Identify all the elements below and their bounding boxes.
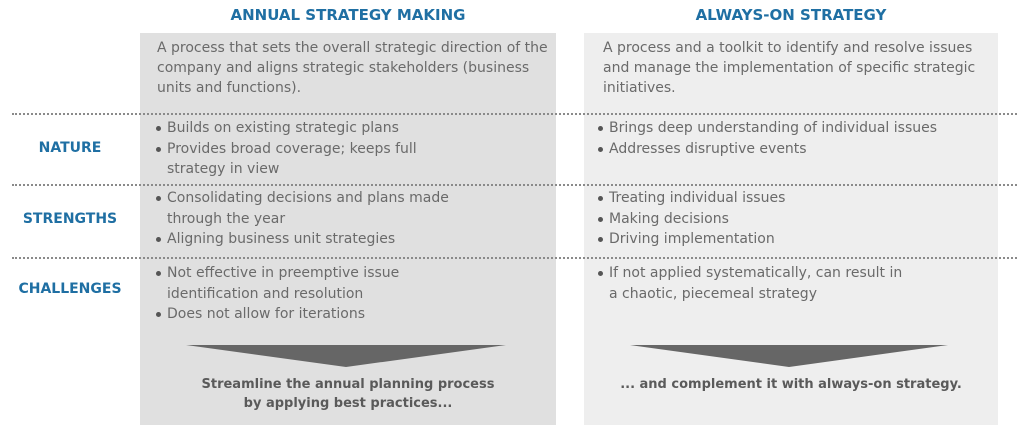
list-item: Builds on existing strategic plans [155,118,550,139]
always-on-strengths-list: Treating individual issues Making decisi… [597,188,992,250]
down-arrow-icon [186,345,506,367]
list-item: Treating individual issues [597,188,992,209]
divider-nature [12,113,1017,115]
list-item: Making decisions [597,209,992,230]
list-item: If not applied systematically, can resul… [597,263,909,304]
annual-strategy-title: ANNUAL STRATEGY MAKING [230,6,466,24]
list-item: Does not allow for iterations [155,304,550,325]
annual-conclusion-line2: by applying best practices... [243,396,453,411]
annual-challenges-list: Not effective in preemptive issue identi… [155,263,550,325]
annual-nature-list: Builds on existing strategic plans Provi… [155,118,550,180]
annual-conclusion-line1: Streamline the annual planning process [201,377,495,392]
divider-strengths [12,184,1017,186]
list-item: Consolidating decisions and plans made t… [155,188,497,229]
row-label-nature: NATURE [38,140,102,156]
divider-challenges [12,257,1017,259]
always-on-nature-list: Brings deep understanding of individual … [597,118,992,159]
always-on-conclusion-line1: ... and complement it with always-on str… [620,377,962,392]
list-item: Aligning business unit strategies [155,229,550,250]
down-arrow-icon [630,345,948,367]
always-on-challenges-list: If not applied systematically, can resul… [597,263,992,304]
always-on-strategy-title: ALWAYS-ON STRATEGY [695,6,887,24]
list-item: Provides broad coverage; keeps full stra… [155,139,457,180]
row-label-strengths: STRENGTHS [22,211,118,227]
always-on-conclusion: ... and complement it with always-on str… [584,375,998,394]
list-item: Addresses disruptive events [597,139,992,160]
annual-strategy-description: A process that sets the overall strategi… [157,40,548,96]
list-item: Not effective in preemptive issue identi… [155,263,447,304]
list-item: Brings deep understanding of individual … [597,118,992,139]
annual-strengths-list: Consolidating decisions and plans made t… [155,188,550,250]
row-label-challenges: CHALLENGES [18,281,122,297]
annual-conclusion: Streamline the annual planning process b… [140,375,556,413]
list-item: Driving implementation [597,229,992,250]
always-on-strategy-description: A process and a toolkit to identify and … [603,40,976,96]
